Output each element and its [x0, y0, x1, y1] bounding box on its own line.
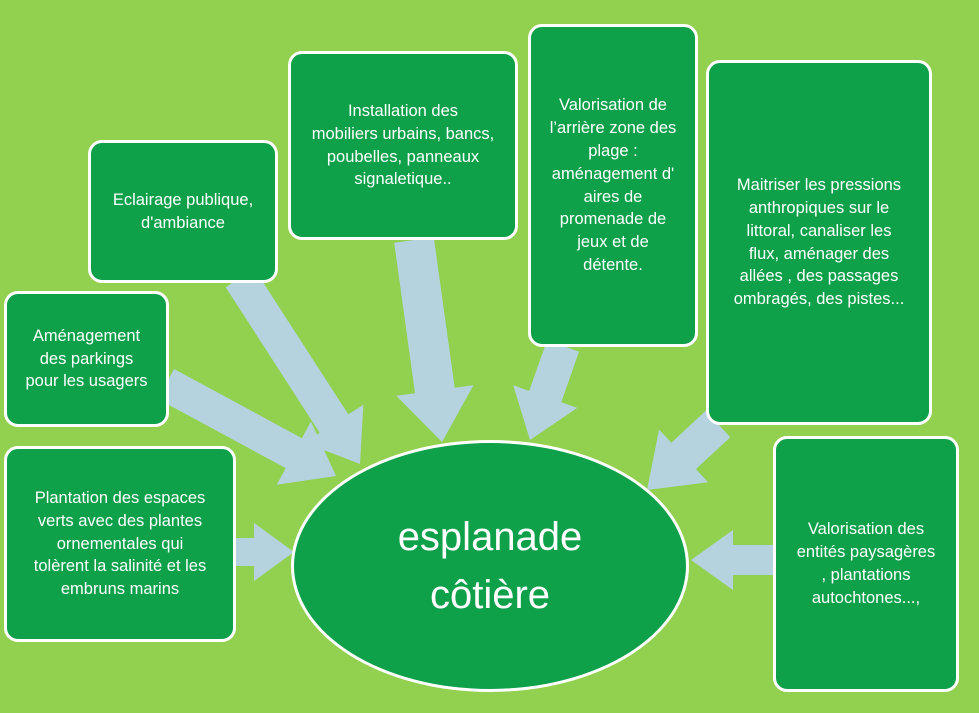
center-label: esplanade côtière — [397, 515, 583, 617]
box-arriere-zone: Valorisation de l’arrière zone des plage… — [528, 24, 698, 347]
box-arriere-zone-text: Valorisation de l’arrière zone des plage… — [549, 96, 677, 274]
box-plantation-text: Plantation des espaces verts avec des pl… — [33, 489, 207, 599]
arrow-from-eclairage — [225, 268, 364, 464]
box-entites-text: Valorisation des entités paysagères , pl… — [796, 520, 936, 607]
box-pressions: Maitriser les pressions anthropiques sur… — [706, 60, 932, 425]
box-eclairage: Eclairage publique, d'ambiance — [88, 140, 278, 283]
arrow-from-arriere-zone — [513, 340, 579, 440]
box-pressions-text: Maitriser les pressions anthropiques sur… — [733, 176, 905, 309]
box-mobiliers-text: Installation des mobiliers urbains, banc… — [311, 101, 495, 189]
center-ellipse: esplanade côtière — [291, 440, 689, 692]
box-plantation: Plantation des espaces verts avec des pl… — [4, 446, 236, 642]
box-eclairage-text: Eclairage publique, d'ambiance — [112, 190, 254, 232]
arrow-from-mobiliers — [394, 237, 474, 442]
arrow-from-pressions — [647, 410, 731, 490]
box-parkings: Aménagement des parkings pour les usager… — [4, 291, 169, 427]
box-mobiliers: Installation des mobiliers urbains, banc… — [288, 51, 518, 240]
box-entites: Valorisation des entités paysagères , pl… — [773, 436, 959, 692]
arrow-from-entites — [691, 530, 773, 590]
box-parkings-text: Aménagement des parkings pour les usager… — [25, 326, 148, 391]
arrow-from-plantation — [236, 523, 294, 581]
arrow-from-parkings — [157, 369, 336, 485]
